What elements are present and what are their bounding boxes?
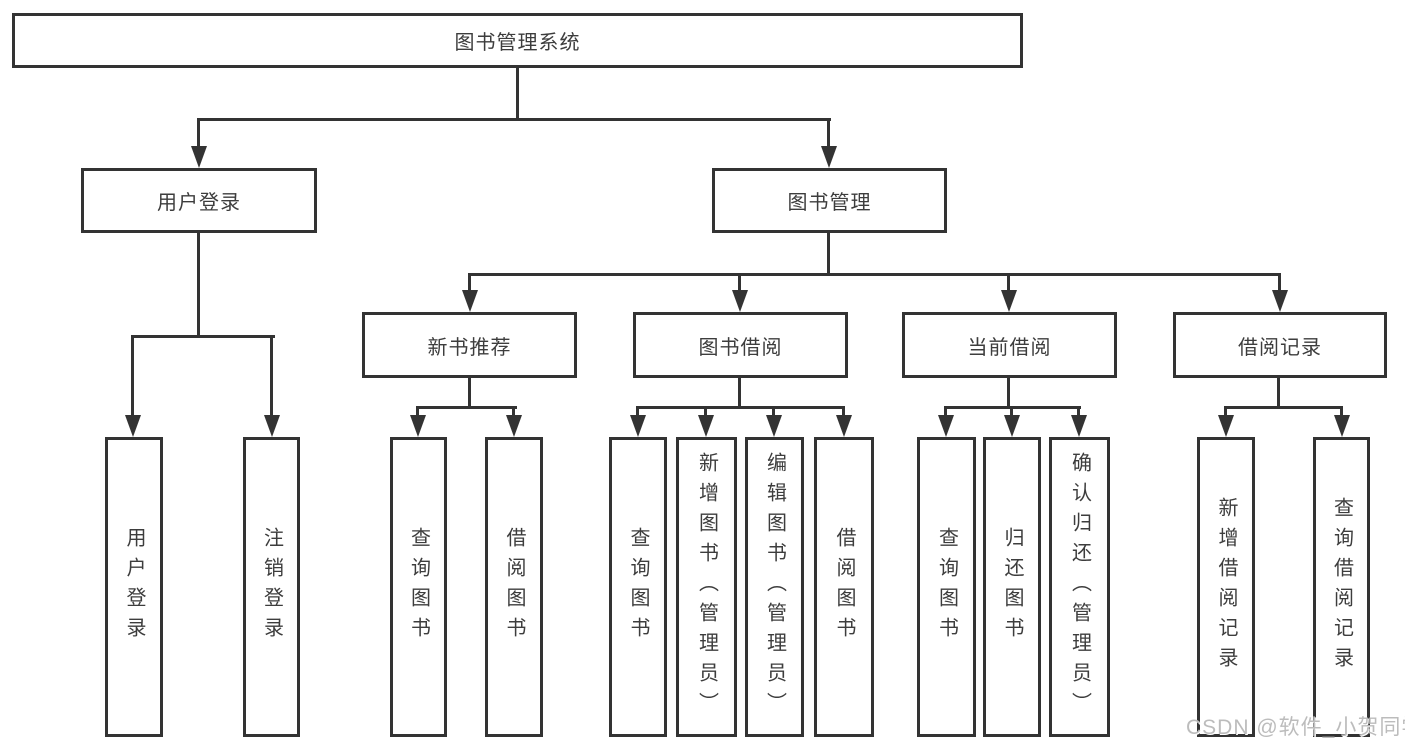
node-label: 图书借阅 — [698, 336, 783, 359]
connector-line — [827, 233, 830, 275]
node-label: 确认归还（管理员） — [1068, 452, 1091, 722]
arrowhead — [630, 415, 646, 437]
arrowhead — [1272, 290, 1288, 312]
connector-line — [512, 406, 515, 418]
node-user-login: 用户登录 — [81, 168, 317, 233]
connector-line — [1278, 273, 1281, 295]
node-label: 编辑图书（管理员） — [763, 452, 786, 722]
node-borrowing-records: 借阅记录 — [1173, 312, 1387, 378]
leaf-add-borrow-record: 新增借阅记录 — [1197, 437, 1255, 737]
connector-line — [842, 406, 845, 418]
node-book-borrowing: 图书借阅 — [633, 312, 848, 378]
node-label: 注销登录 — [260, 527, 283, 647]
node-new-book-recommendation: 新书推荐 — [362, 312, 577, 378]
node-label: 图书管理 — [787, 192, 872, 214]
connector-line — [827, 118, 830, 150]
connector-line — [131, 335, 275, 338]
node-current-borrowing: 当前借阅 — [902, 312, 1117, 378]
node-label: 借阅图书 — [833, 527, 855, 647]
node-label: 归还图书 — [1001, 527, 1023, 647]
node-label: 用户登录 — [123, 527, 145, 647]
connector-line — [416, 406, 419, 418]
connector-line — [197, 233, 200, 338]
connector-line — [416, 406, 517, 409]
arrowhead — [938, 415, 954, 437]
csdn-watermark: CSDN @软件_小贺同学 — [1186, 716, 1405, 739]
connector-line — [772, 406, 775, 418]
arrowhead — [410, 415, 426, 437]
connector-line — [1224, 406, 1227, 418]
connector-line — [1340, 406, 1343, 418]
node-label: 新增借阅记录 — [1215, 497, 1237, 677]
connector-line — [704, 406, 707, 418]
connector-line — [1010, 406, 1013, 418]
arrowhead — [264, 415, 280, 437]
node-label: 借阅记录 — [1238, 336, 1322, 359]
leaf-borrow-books-borrowing: 借阅图书 — [814, 437, 874, 737]
arrowhead — [1218, 415, 1234, 437]
connector-line — [270, 335, 273, 417]
node-label: 借阅图书 — [503, 527, 525, 647]
arrowhead — [1334, 415, 1350, 437]
connector-line — [197, 118, 200, 150]
arrowhead — [1001, 290, 1017, 312]
arrowhead — [125, 415, 141, 437]
connector-line — [1224, 406, 1343, 409]
leaf-borrow-books-recommend: 借阅图书 — [485, 437, 543, 737]
arrowhead — [732, 290, 748, 312]
connector-line — [197, 118, 831, 121]
arrowhead — [1071, 415, 1087, 437]
connector-line — [738, 273, 741, 295]
connector-line — [636, 406, 639, 418]
node-label: 查询图书 — [407, 527, 430, 647]
leaf-query-borrow-record: 查询借阅记录 — [1313, 437, 1370, 737]
connector-line — [636, 406, 845, 409]
leaf-user-login: 用户登录 — [105, 437, 163, 737]
connector-line — [468, 378, 471, 409]
arrowhead — [836, 415, 852, 437]
leaf-return-books: 归还图书 — [983, 437, 1041, 737]
node-label: 图书管理系统 — [454, 32, 581, 54]
leaf-logout: 注销登录 — [243, 437, 300, 737]
arrowhead — [506, 415, 522, 437]
node-label: 用户登录 — [157, 192, 241, 214]
connector-line — [944, 406, 947, 418]
connector-line — [131, 335, 134, 417]
node-book-management: 图书管理 — [712, 168, 947, 233]
leaf-add-books-admin: 新增图书（管理员） — [676, 437, 737, 737]
arrowhead — [821, 146, 837, 168]
node-label: 新书推荐 — [427, 336, 512, 359]
arrowhead — [766, 415, 782, 437]
leaf-query-books-borrowing: 查询图书 — [609, 437, 667, 737]
connector-line — [1007, 273, 1010, 295]
connector-line — [1077, 406, 1080, 418]
node-label: 新增图书（管理员） — [695, 452, 718, 722]
leaf-query-books-recommend: 查询图书 — [390, 437, 447, 737]
connector-line — [468, 273, 1281, 276]
leaf-confirm-return-admin: 确认归还（管理员） — [1049, 437, 1110, 737]
node-label: 当前借阅 — [967, 336, 1052, 359]
node-label: 查询图书 — [627, 527, 649, 647]
leaf-edit-books-admin: 编辑图书（管理员） — [745, 437, 804, 737]
connector-line — [738, 378, 741, 409]
connector-line — [516, 68, 519, 119]
arrowhead — [191, 146, 207, 168]
connector-line — [1007, 378, 1010, 409]
connector-line — [468, 273, 471, 295]
node-label: 查询借阅记录 — [1330, 497, 1353, 677]
leaf-query-books-current: 查询图书 — [917, 437, 976, 737]
connector-line — [1277, 378, 1280, 409]
node-label: 查询图书 — [935, 527, 958, 647]
arrowhead — [1004, 415, 1020, 437]
arrowhead — [462, 290, 478, 312]
node-library-management-system: 图书管理系统 — [12, 13, 1023, 68]
arrowhead — [698, 415, 714, 437]
